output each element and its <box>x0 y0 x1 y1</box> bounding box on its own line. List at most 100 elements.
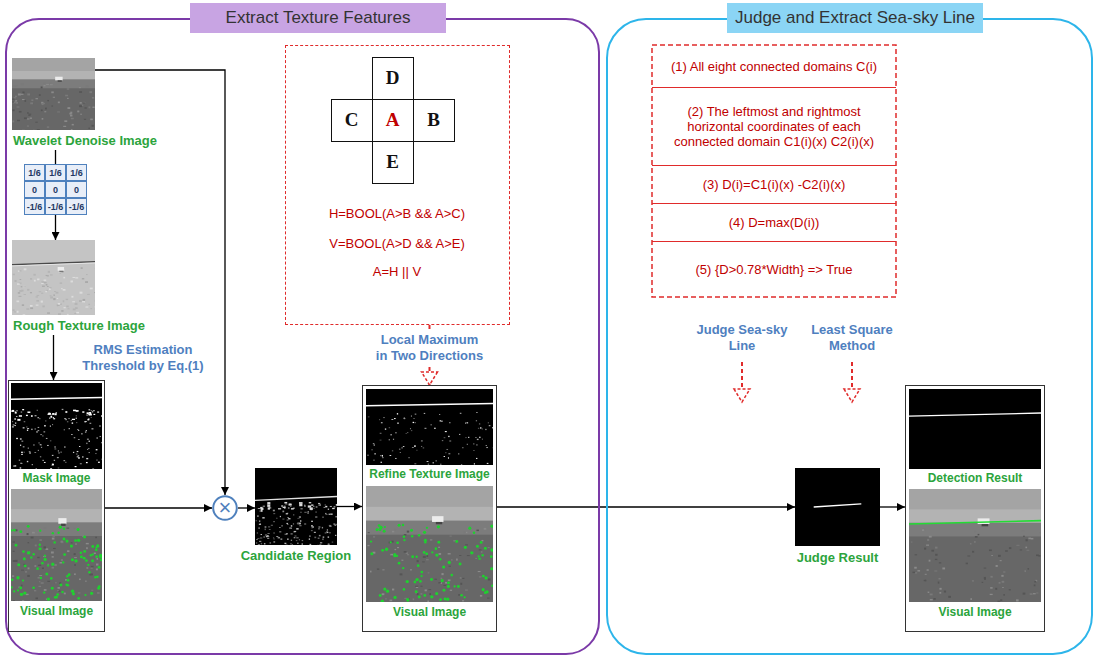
grid-cell: 1/6 <box>66 164 87 181</box>
text-slot: Visual Image <box>9 604 104 619</box>
pixel-cell: A <box>372 99 414 142</box>
image-illustration <box>795 468 880 546</box>
image-thumbnail: Rough Texture Image <box>12 240 95 315</box>
step-row: (2) The leftmost and rightmost horizonta… <box>652 87 896 165</box>
image-illustration <box>9 381 104 631</box>
image-caption: Visual Image <box>906 605 1044 620</box>
photo-thumbnail <box>366 486 494 603</box>
photo-thumbnail <box>12 240 95 315</box>
image-caption: Detection Result <box>906 471 1044 486</box>
cell-letter: A <box>386 109 400 131</box>
text-slot: Candidate Region <box>215 548 377 563</box>
step-row: (4) D=max(D(i)) <box>652 203 896 241</box>
image-illustration <box>12 240 95 315</box>
kernel-value: 0 <box>32 185 37 195</box>
kernel-value: -1/6 <box>48 202 64 212</box>
text-slot: Visual Image <box>363 605 496 620</box>
hollow-arrow <box>844 362 860 402</box>
step-text: (1) All eight connected domains C(i) <box>665 56 883 77</box>
photo-thumbnail <box>795 468 880 546</box>
text-slot: Mask Image <box>9 471 104 486</box>
header-tab: Judge and Extract Sea-sky Line <box>727 3 983 33</box>
grid-cell: 0 <box>45 181 66 198</box>
text-slot: Detection Result <box>906 471 1044 486</box>
image-pair-box: Mask ImageVisual Image <box>8 380 105 632</box>
step-row: (5) {D>0.78*Width} => True <box>652 241 896 297</box>
multiply-circle: × <box>212 495 238 521</box>
pixel-cell: B <box>413 99 455 142</box>
connector <box>55 215 56 240</box>
image-pair-box: Detection ResultVisual Image <box>905 385 1045 632</box>
connector <box>105 507 212 508</box>
cell-letter: D <box>386 67 400 89</box>
kernel-value: -1/6 <box>27 202 43 212</box>
kernel-value: 1/6 <box>28 168 41 178</box>
text-slot: Visual Image <box>906 605 1044 620</box>
hollow-arrow <box>734 362 750 402</box>
step-text: (2) The leftmost and rightmost horizonta… <box>652 101 896 152</box>
image-thumbnail: Judge Result <box>795 468 880 546</box>
pixel-cell: D <box>372 57 414 100</box>
text-slot: Wavelet Denoise Image <box>13 133 213 148</box>
image-caption: Rough Texture Image <box>13 318 213 333</box>
image-pair-box: Refine Texture ImageVisual Image <box>362 385 497 632</box>
cell-letter: E <box>386 151 399 173</box>
method-box: H=BOOL(A>B && A>C) V=BOOL(A>D && A>E) A=H … <box>285 45 510 325</box>
step-text: (5) {D>0.78*Width} => True <box>689 259 858 280</box>
multiply-symbol: × <box>219 497 232 519</box>
pixel-cell: E <box>372 141 414 184</box>
kernel-value: 0 <box>53 185 58 195</box>
formula-text: H=BOOL(A>B && A>C) <box>286 206 508 221</box>
formula-text: V=BOOL(A>D && A>E) <box>286 236 508 251</box>
step-row: (3) D(i)=C1(i)(x) -C2(i)(x) <box>652 165 896 203</box>
image-caption: Judge Result <box>755 550 920 565</box>
header-tab: Extract Texture Features <box>190 3 446 33</box>
grid-cell: 0 <box>24 181 45 198</box>
connector <box>880 506 905 507</box>
image-thumbnail: Candidate Region <box>255 468 337 545</box>
image-illustration <box>906 386 1044 631</box>
connector <box>497 506 795 507</box>
grid-cell: -1/6 <box>66 198 87 215</box>
text-slot: B <box>414 100 454 141</box>
image-caption: Wavelet Denoise Image <box>13 133 213 148</box>
text-slot: H=BOOL(A>B && A>C) <box>286 206 508 221</box>
text-slot: D <box>373 58 413 99</box>
image-caption: Visual Image <box>363 605 496 620</box>
connector <box>53 335 54 380</box>
image-caption: Refine Texture Image <box>363 467 496 482</box>
image-caption: Mask Image <box>9 471 104 486</box>
grid-cell: 1/6 <box>24 164 45 181</box>
photo-thumbnail <box>11 383 104 470</box>
kernel-value: 0 <box>74 185 79 195</box>
image-caption: Candidate Region <box>215 548 377 563</box>
text-slot: Judge Sea-sky Line <box>694 322 790 354</box>
connector <box>238 507 255 508</box>
connector <box>337 506 362 507</box>
photo-thumbnail <box>12 58 95 130</box>
text-slot: A=H || V <box>286 264 508 279</box>
cell-letter: B <box>427 109 440 131</box>
step-label: Least Square Method <box>808 322 896 354</box>
text-slot: × <box>212 495 238 521</box>
photo-thumbnail <box>10 489 103 602</box>
cell-letter: C <box>345 109 359 131</box>
panel-heading: Extract Texture Features <box>226 8 411 28</box>
text-slot: A <box>373 100 413 141</box>
stage-panel: Extract Texture FeaturesWavelet Denoise … <box>5 18 600 655</box>
text-slot: Refine Texture Image <box>363 467 496 482</box>
connector <box>55 150 56 164</box>
pixel-cell: C <box>331 99 373 142</box>
text-slot: E <box>373 142 413 183</box>
step-row: (1) All eight connected domains C(i) <box>652 45 896 87</box>
edge-label: RMS Estimation Threshold by Eq.(1) <box>76 342 210 374</box>
kernel-value: 1/6 <box>70 168 83 178</box>
text-slot: V=BOOL(A>D && A>E) <box>286 236 508 251</box>
text-slot: RMS Estimation Threshold by Eq.(1) <box>76 342 210 374</box>
photo-thumbnail <box>255 468 337 545</box>
step-text: (4) D=max(D(i)) <box>723 212 826 233</box>
grid-cell: 0 <box>66 181 87 198</box>
